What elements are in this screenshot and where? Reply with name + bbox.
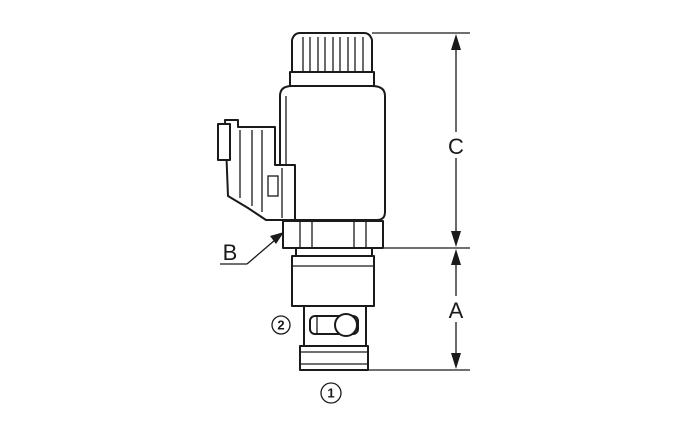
port-2-label: 2 bbox=[277, 318, 284, 333]
dimension-c bbox=[451, 34, 461, 247]
extension-lines bbox=[368, 32, 470, 371]
dimension-b-leader bbox=[220, 232, 284, 265]
hex-nut bbox=[282, 220, 384, 257]
dimension-a-label: A bbox=[449, 298, 464, 323]
port-1-circle bbox=[320, 382, 342, 404]
dimension-b-label: B bbox=[223, 240, 238, 265]
dimension-c-label: C bbox=[448, 134, 464, 159]
knurled-cap bbox=[289, 32, 375, 87]
cartridge-body bbox=[291, 255, 375, 371]
electrical-connector bbox=[217, 119, 296, 221]
port-1-label: 1 bbox=[327, 386, 334, 401]
port-2-circle bbox=[271, 315, 291, 335]
dimension-a bbox=[451, 249, 461, 369]
